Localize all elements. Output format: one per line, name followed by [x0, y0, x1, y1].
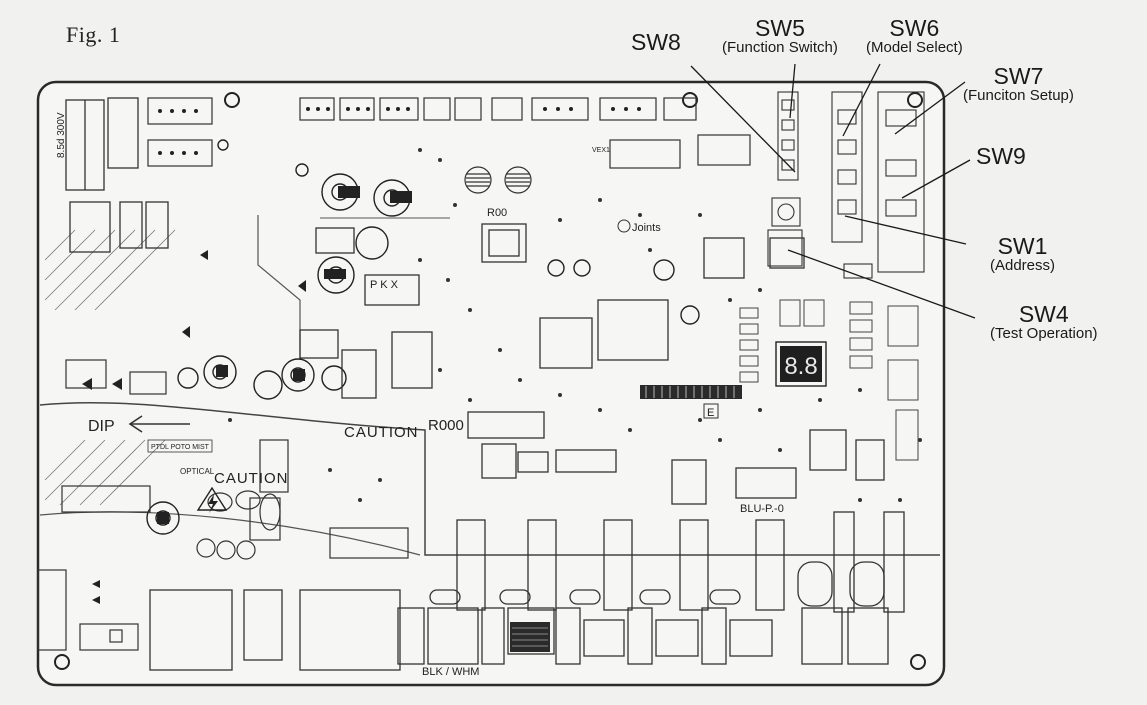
pkx-label: P K X [370, 279, 399, 291]
ptdl-label: PTDL POTO MIST [151, 444, 210, 451]
board-outline [36, 80, 946, 687]
switch-area-sw5 [777, 91, 799, 181]
caution-label-right: CAUTION [344, 424, 419, 441]
bottom-connectors [397, 429, 905, 665]
callout-sw6: SW6 (Model Select) [866, 16, 963, 56]
callout-sw7: SW7 (Funciton Setup) [963, 64, 1074, 104]
callout-sw1-name: SW1 [997, 233, 1048, 259]
vent-grilles [464, 166, 532, 194]
callout-sw9: SW9 [976, 144, 1026, 168]
callout-sw5: SW5 (Function Switch) [722, 16, 838, 56]
lower-left-components [37, 359, 409, 651]
dip-label: DIP [88, 418, 115, 435]
figure-label: Fig. 1 [66, 22, 121, 47]
callout-sw5-desc: (Function Switch) [722, 39, 838, 57]
mount-hole [224, 92, 240, 108]
joints-label: Joints [632, 222, 661, 234]
r00-label: R00 [487, 207, 507, 219]
callout-sw4: SW4 (Test Operation) [990, 302, 1098, 342]
callout-sw8-name: SW8 [631, 29, 681, 55]
blk-whm-label: BLK / WHM [422, 666, 479, 678]
high-voltage-symbol [196, 486, 228, 513]
hatched-area [44, 229, 176, 506]
callout-sw7-name: SW7 [993, 63, 1044, 89]
component-grid [739, 299, 919, 461]
mount-hole [54, 654, 70, 670]
dip-arrow [128, 415, 190, 433]
callout-leaders [690, 63, 976, 319]
callout-sw6-desc: (Model Select) [866, 39, 963, 57]
blu-label: BLU-P.-0 [740, 503, 784, 515]
callout-sw4-name: SW4 [1018, 301, 1069, 327]
optical-label: OPTICAL [180, 467, 215, 476]
svg-text:8.5d 300V: 8.5d 300V [56, 112, 67, 158]
caution-label-left: CAUTION [214, 470, 289, 487]
fuse-block: 8.5d 300V [56, 97, 139, 191]
top-connectors [147, 97, 751, 169]
callout-sw1: SW1 (Address) [990, 234, 1055, 274]
callout-sw6-name: SW6 [889, 15, 940, 41]
mount-hole [907, 92, 923, 108]
display-digits: 8.8 [784, 353, 817, 380]
diodes [82, 250, 306, 604]
ribbon-connector [640, 385, 742, 399]
mount-hole [682, 92, 698, 108]
callout-sw1-desc: (Address) [990, 257, 1056, 275]
zone-divider [39, 401, 940, 556]
vex-label: VEX1 [592, 147, 610, 154]
seven-segment-display: 8.8 [775, 341, 827, 387]
vias [228, 148, 922, 502]
callout-sw7-desc: (Funciton Setup) [963, 87, 1074, 105]
connector-dark [510, 622, 550, 652]
relay-blocks [69, 201, 805, 671]
callout-sw5-name: SW5 [755, 15, 805, 41]
callout-sw4-desc: (Test Operation) [990, 325, 1098, 343]
switch-area-sw7 [877, 91, 925, 273]
callout-sw8: SW8 [631, 30, 681, 54]
pcb-e-label: E [707, 407, 714, 419]
mount-hole [910, 654, 926, 670]
switch-area-sw6 [831, 91, 863, 243]
r000-label: R000 [428, 417, 464, 434]
callout-sw9-name: SW9 [976, 143, 1026, 169]
